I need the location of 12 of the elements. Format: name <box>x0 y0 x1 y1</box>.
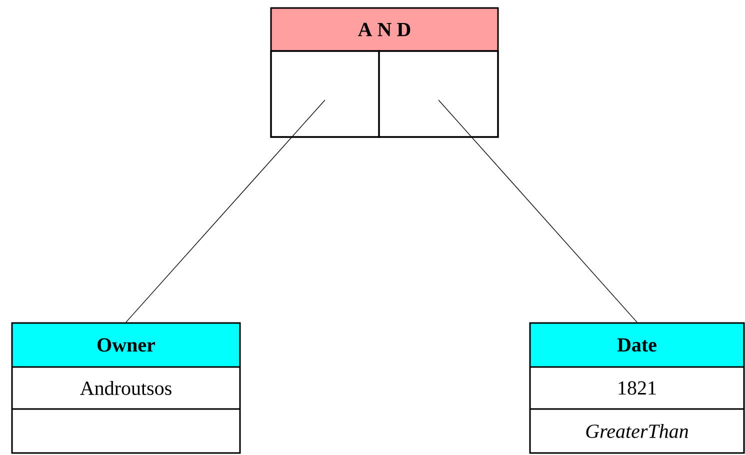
header-text: A N D <box>358 22 410 36</box>
cell-box <box>270 50 380 138</box>
cell-text: Androutsos <box>80 380 172 396</box>
connector-line <box>126 100 326 323</box>
header-text: Owner <box>98 338 156 352</box>
table-box <box>529 322 745 454</box>
table-box <box>11 322 241 454</box>
cell-text: 1821 <box>618 381 656 395</box>
header-text: Date <box>617 338 656 352</box>
cell-text: GreaterThan <box>586 424 688 438</box>
cell-box <box>378 50 499 138</box>
connector-line <box>438 100 638 323</box>
